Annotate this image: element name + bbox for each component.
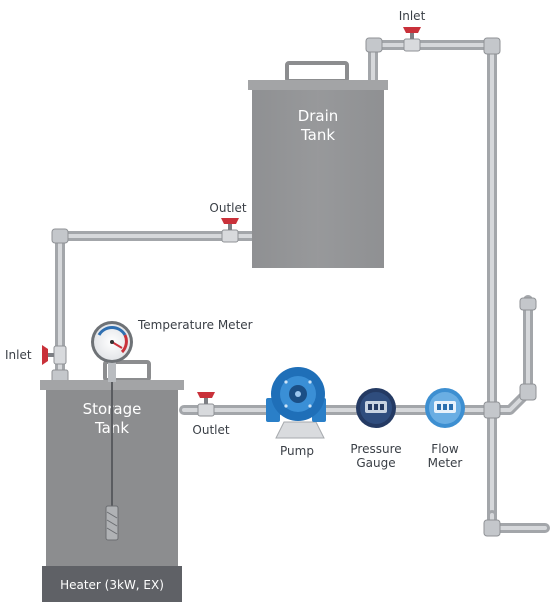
valve-inlet-top[interactable]	[403, 27, 421, 52]
pipe-drain-outlet	[55, 231, 277, 387]
flow-meter-label-line2: Meter	[428, 456, 463, 470]
pump-icon[interactable]	[266, 367, 326, 439]
heater-band	[42, 566, 182, 602]
pressure-gauge-label-line1: Pressure	[350, 442, 401, 456]
valve-icon	[221, 218, 239, 224]
drain-tank-label-line1: Drain	[298, 107, 339, 125]
pressure-gauge-label-line2: Gauge	[356, 456, 395, 470]
heater-element-icon	[105, 380, 119, 541]
temperature-meter-icon	[91, 321, 133, 382]
pump-label: Pump	[280, 444, 314, 458]
drain-tank-handle	[285, 61, 349, 83]
valve-icon	[197, 392, 215, 398]
valve-icon	[42, 345, 48, 365]
drain-tank: Drain Tank	[248, 61, 388, 268]
storage-tank: Storage Tank Heater (3kW, EX)	[40, 360, 184, 602]
valve-outlet-storage[interactable]	[197, 392, 215, 417]
outlet-drain-label: Outlet	[209, 201, 246, 215]
pressure-gauge-icon[interactable]	[356, 388, 396, 428]
inlet-top-label: Inlet	[399, 9, 426, 23]
heater-label: Heater (3kW, EX)	[60, 578, 164, 592]
drain-tank-label-line2: Tank	[300, 126, 335, 144]
valve-icon	[403, 27, 421, 33]
valve-outlet-drain[interactable]	[221, 218, 239, 243]
flow-meter-icon[interactable]	[425, 388, 465, 428]
pipe-main-line	[179, 295, 533, 415]
outlet-storage-label: Outlet	[192, 423, 229, 437]
valve-inlet-left[interactable]	[42, 345, 67, 365]
flow-meter-label-line1: Flow	[431, 442, 459, 456]
inlet-left-label: Inlet	[5, 348, 32, 362]
temperature-meter-label: Temperature Meter	[137, 318, 253, 332]
